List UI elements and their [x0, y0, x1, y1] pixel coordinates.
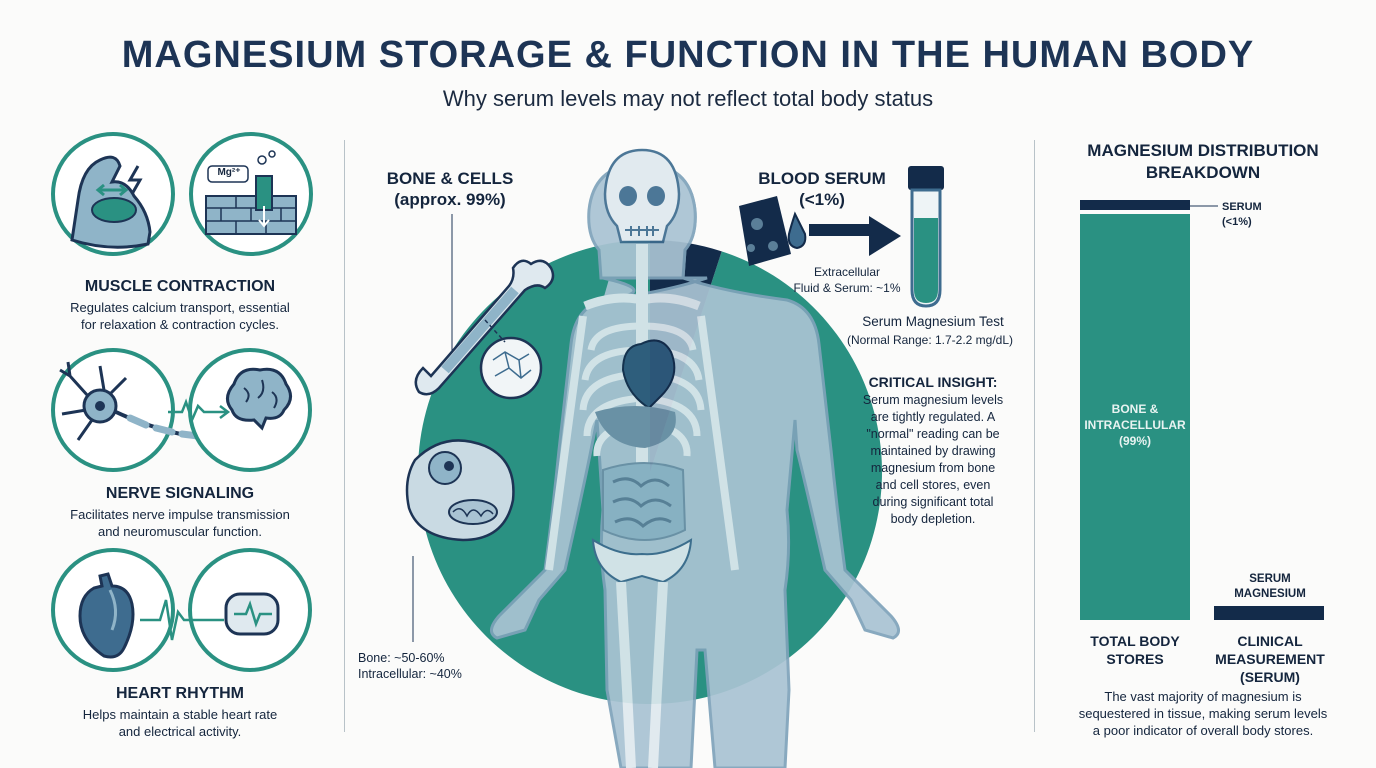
- insight-text: Serum magnesium levels are tightly regul…: [838, 392, 1028, 528]
- serum-top-label-1: SERUM: [1222, 201, 1262, 213]
- category-2-line-3: (SERUM): [1240, 669, 1300, 685]
- bar-main-label-1: BONE &: [1111, 402, 1159, 416]
- chart-note: The vast majority of magnesium is seques…: [1050, 688, 1356, 739]
- serum-top-label: SERUM (<1%): [1222, 200, 1282, 230]
- insight-line: Serum magnesium levels: [862, 393, 1004, 407]
- function-title-heart: HEART RHYTHM: [116, 685, 244, 702]
- blood-serum-label: BLOOD SERUM (<1%): [752, 168, 892, 210]
- distribution-bar-chart: [1080, 200, 1324, 620]
- bar-main-label: BONE & INTRACELLULAR (99%): [1080, 401, 1190, 449]
- bar-total-serum: [1080, 200, 1190, 210]
- chart-note-line: The vast majority of magnesium is: [1104, 689, 1302, 704]
- extracellular-line-2: Fluid & Serum: ~1%: [793, 281, 901, 295]
- blood-serum-percent: (<1%): [799, 190, 845, 209]
- brain-icon: [168, 348, 312, 472]
- human-body: [490, 148, 900, 768]
- flexed-arm-icon: [51, 132, 175, 256]
- chart-note-line: sequestered in tissue, making serum leve…: [1078, 706, 1328, 721]
- bone-cells-percent: (approx. 99%): [394, 190, 506, 209]
- function-title-nerve: NERVE SIGNALING: [105, 485, 255, 502]
- bar-main-label-2: INTRACELLULAR: [1084, 418, 1186, 432]
- extracellular-line-1: Extracellular: [813, 265, 881, 279]
- bone-cells-title: BONE & CELLS: [386, 169, 514, 188]
- bar2-label-2: MAGNESIUM: [1234, 588, 1306, 600]
- insight-title: CRITICAL INSIGHT:: [868, 374, 998, 390]
- page-subtitle: Why serum levels may not reflect total b…: [442, 86, 934, 111]
- function-desc-heart-2: and electrical activity.: [118, 724, 242, 739]
- category-2-line-2: MEASUREMENT: [1215, 651, 1325, 667]
- bone-cells-label: BONE & CELLS (approx. 99%): [370, 168, 530, 210]
- insight-line: "normal" reading can be: [866, 427, 1000, 441]
- category-clinical: CLINICAL MEASUREMENT (SERUM): [1200, 632, 1340, 686]
- body-diagram: [405, 148, 944, 768]
- chart-title-text: MAGNESIUM DISTRIBUTION BREAKDOWN: [1087, 141, 1319, 182]
- intracellular-percent-label: Intracellular: ~40%: [358, 667, 462, 681]
- bar2-label: SERUM MAGNESIUM: [1210, 572, 1330, 602]
- category-1-line-1: TOTAL BODY: [1090, 633, 1180, 649]
- function-desc-nerve-2: and neuromuscular function.: [97, 524, 263, 539]
- blood-serum-title: BLOOD SERUM: [758, 169, 886, 188]
- function-desc-muscle-2: for relaxation & contraction cycles.: [81, 317, 279, 332]
- pacemaker-icon: [140, 548, 312, 672]
- function-icons: [51, 132, 313, 672]
- category-1-line-2: STORES: [1106, 651, 1164, 667]
- category-total-body: TOTAL BODY STORES: [1070, 632, 1200, 668]
- heart-icon: [51, 548, 175, 672]
- serum-test-label: Serum Magnesium Test: [862, 314, 1004, 329]
- divider-right: [1034, 140, 1035, 732]
- bar-clinical-serum: [1214, 606, 1324, 620]
- category-2-line-1: CLINICAL: [1237, 633, 1303, 649]
- insight-line: are tightly regulated. A: [870, 410, 996, 424]
- bar-total-bone-intracellular: [1080, 214, 1190, 620]
- bone-icon: [414, 259, 555, 400]
- bone-percent-label: Bone: ~50-60%: [358, 651, 445, 665]
- insight-line: maintained by drawing: [870, 444, 996, 458]
- page-title: MAGNESIUM STORAGE & FUNCTION IN THE HUMA…: [121, 34, 1255, 76]
- extracellular-label: Extracellular Fluid & Serum: ~1%: [782, 264, 912, 296]
- serum-test-range: (Normal Range: 1.7-2.2 mg/dL): [846, 333, 1014, 347]
- neuron-icon: [51, 348, 267, 472]
- chart-title: MAGNESIUM DISTRIBUTION BREAKDOWN: [1050, 140, 1356, 184]
- insight-line: magnesium from bone: [870, 461, 996, 475]
- bar2-label-1: SERUM: [1249, 573, 1291, 585]
- function-title-muscle: MUSCLE CONTRACTION: [84, 278, 276, 295]
- chart-note-line: a poor indicator of overall body stores.: [1092, 723, 1314, 738]
- insight-line: and cell stores, even: [875, 478, 991, 492]
- mg-ion-label: Mg²⁺: [217, 167, 241, 178]
- divider-left: [344, 140, 345, 732]
- insight-line: body depletion.: [890, 512, 976, 526]
- cell-icon: [405, 439, 515, 542]
- blood-sample-icon: [739, 196, 901, 266]
- test-tube-icon: [908, 166, 944, 308]
- bar-main-label-3: (99%): [1118, 434, 1151, 448]
- function-desc-heart-1: Helps maintain a stable heart rate: [82, 707, 278, 722]
- function-desc-muscle-1: Regulates calcium transport, essential: [70, 300, 290, 315]
- function-desc-nerve-1: Facilitates nerve impulse transmission: [70, 507, 290, 522]
- insight-line: during significant total: [872, 495, 994, 509]
- ion-channel-icon: [189, 132, 313, 256]
- serum-top-label-2: (<1%): [1222, 216, 1252, 228]
